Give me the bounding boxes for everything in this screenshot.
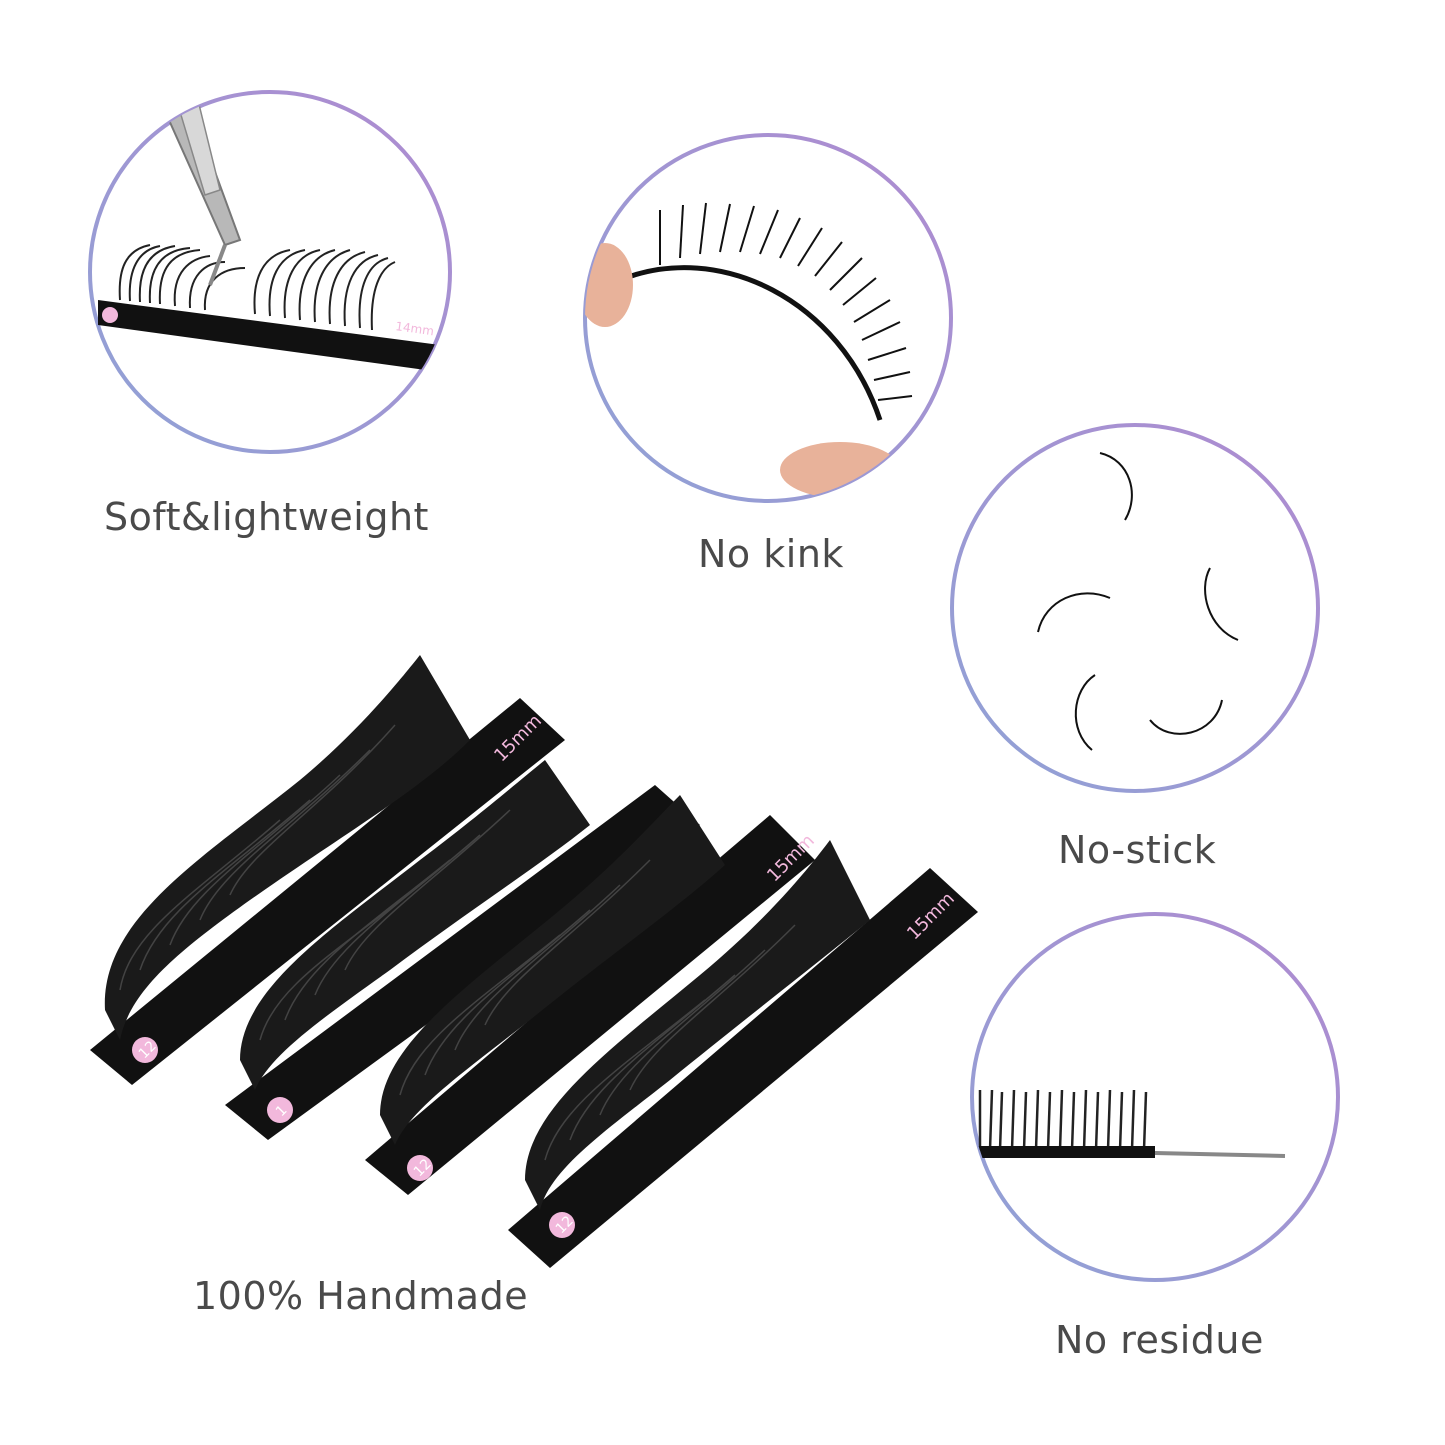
soft-lightweight-circle: 14mm: [88, 90, 452, 454]
no-kink-circle: [583, 133, 953, 503]
caption-soft-lightweight: Soft&lightweight: [104, 495, 429, 539]
caption-no-stick: No-stick: [1058, 828, 1217, 872]
no-stick-circle: [950, 423, 1320, 793]
lash-tray-2: 1: [225, 760, 700, 1140]
tray-number-badge: [549, 1212, 575, 1238]
finger-bottom: [780, 442, 900, 498]
single-lash-strand-icon: [1037, 452, 1239, 751]
lash-trays: 12 15mm 1: [90, 655, 978, 1268]
lash-strip-small: 14mm: [98, 244, 440, 372]
tray-number-badge: [132, 1037, 158, 1063]
tweezers-icon: [158, 92, 242, 286]
tray-number-badge: [267, 1097, 293, 1123]
caption-no-residue: No residue: [1055, 1318, 1264, 1362]
no-residue-circle: [970, 912, 1340, 1282]
tray-number-badge: [407, 1155, 433, 1181]
finger-left: [585, 243, 633, 327]
lash-tray-3: 12 15mm: [365, 795, 819, 1195]
caption-handmade: 100% Handmade: [193, 1274, 529, 1318]
eyelash-icon: [619, 202, 913, 421]
lash-strip-clean: [975, 1089, 1286, 1158]
lash-tray-1: 12 15mm: [90, 655, 565, 1085]
strip-length-label: 14mm: [395, 319, 435, 338]
lash-tray-4: 12 15mm: [508, 840, 978, 1268]
caption-no-kink: No kink: [698, 532, 844, 576]
